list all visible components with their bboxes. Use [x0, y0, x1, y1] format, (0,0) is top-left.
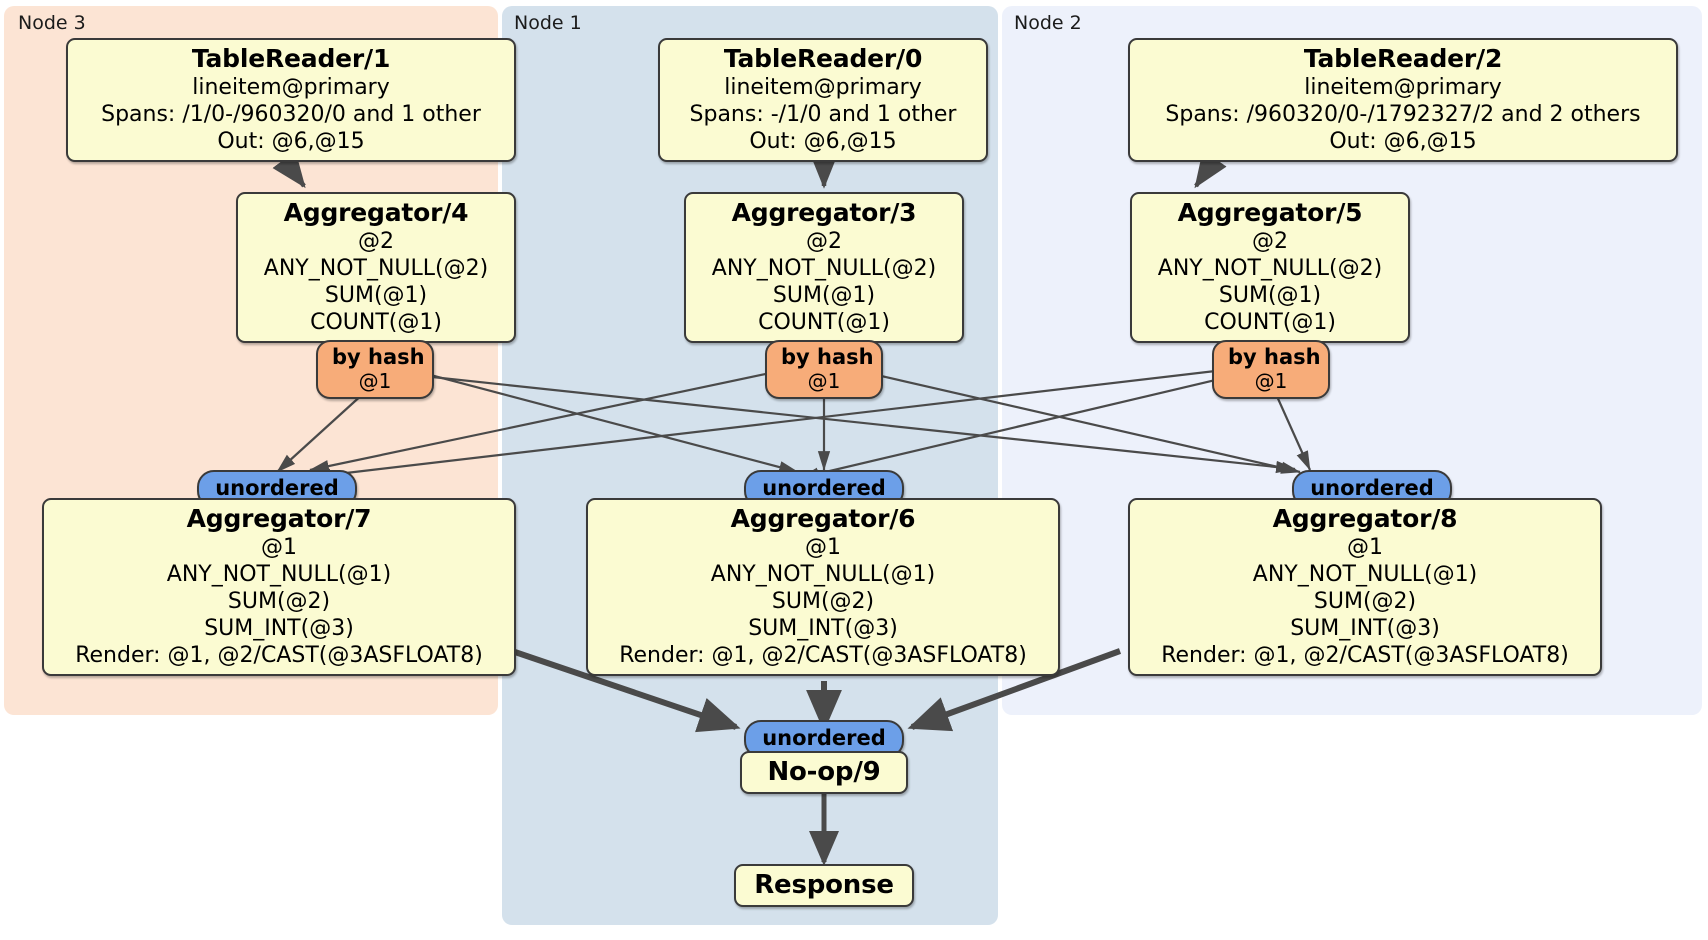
processor-detail-groupcols: @1: [1347, 535, 1383, 560]
processor-detail-agg-1: ANY_NOT_NULL(@1): [1252, 562, 1478, 587]
processor-detail-render: Render: @1, @2/CAST(@3ASFLOAT8): [1161, 643, 1569, 668]
processor-title: Aggregator/4: [283, 198, 469, 227]
processor-detail-agg-3: SUM_INT(@3): [204, 616, 354, 641]
synchronizer-label: unordered: [1310, 476, 1434, 500]
processor-detail-render: Render: @1, @2/CAST(@3ASFLOAT8): [619, 643, 1027, 668]
router-label: by hash: [332, 345, 425, 369]
processor-title: Aggregator/3: [731, 198, 917, 227]
processor-title: Response: [754, 870, 894, 900]
processor-detail-agg-1: ANY_NOT_NULL(@2): [1157, 256, 1383, 281]
processor-detail-groupcols: @2: [806, 229, 842, 254]
processor-detail-agg-3: SUM_INT(@3): [748, 616, 898, 641]
router-label: by hash: [1228, 345, 1321, 369]
processor-detail-agg-3: COUNT(@1): [758, 310, 890, 335]
processor-title: Aggregator/5: [1177, 198, 1363, 227]
processor-title: Aggregator/8: [1272, 504, 1458, 533]
processor-response[interactable]: Response: [734, 864, 914, 907]
processor-detail-groupcols: @2: [358, 229, 394, 254]
processor-tablereader-0[interactable]: TableReader/0 lineitem@primary Spans: -/…: [658, 38, 988, 162]
processor-detail-out: Out: @6,@15: [217, 129, 365, 154]
router-column: @1: [807, 369, 841, 393]
processor-detail-table: lineitem@primary: [1304, 75, 1502, 100]
synchronizer-label: unordered: [762, 476, 886, 500]
processor-detail-agg-2: SUM(@1): [324, 283, 428, 308]
processor-title: Aggregator/7: [186, 504, 372, 533]
processor-detail-agg-1: ANY_NOT_NULL(@2): [263, 256, 489, 281]
router-column: @1: [358, 369, 392, 393]
processor-detail-agg-2: SUM(@1): [1218, 283, 1322, 308]
processor-aggregator-3[interactable]: Aggregator/3 @2 ANY_NOT_NULL(@2) SUM(@1)…: [684, 192, 964, 343]
processor-detail-agg-2: SUM(@2): [227, 589, 331, 614]
node-label-node3: Node 3: [18, 12, 86, 34]
processor-aggregator-4[interactable]: Aggregator/4 @2 ANY_NOT_NULL(@2) SUM(@1)…: [236, 192, 516, 343]
processor-detail-agg-2: SUM(@1): [772, 283, 876, 308]
node-label-node1: Node 1: [514, 12, 582, 34]
processor-title: TableReader/2: [1303, 44, 1503, 73]
processor-noop-9[interactable]: No-op/9: [740, 751, 908, 794]
processor-title: No-op/9: [767, 757, 881, 787]
processor-detail-spans: Spans: /960320/0-/1792327/2 and 2 others: [1165, 102, 1641, 127]
processor-detail-agg-3: COUNT(@1): [1204, 310, 1336, 335]
processor-detail-table: lineitem@primary: [192, 75, 390, 100]
router-column: @1: [1254, 369, 1288, 393]
router-by-hash-aggregator-5[interactable]: by hash @1: [1212, 340, 1330, 399]
processor-detail-spans: Spans: -/1/0 and 1 other: [689, 102, 957, 127]
synchronizer-label: unordered: [762, 726, 886, 750]
processor-detail-groupcols: @2: [1252, 229, 1288, 254]
processor-tablereader-1[interactable]: TableReader/1 lineitem@primary Spans: /1…: [66, 38, 516, 162]
processor-detail-groupcols: @1: [805, 535, 841, 560]
router-by-hash-aggregator-3[interactable]: by hash @1: [765, 340, 883, 399]
processor-aggregator-7[interactable]: Aggregator/7 @1 ANY_NOT_NULL(@1) SUM(@2)…: [42, 498, 516, 676]
processor-detail-render: Render: @1, @2/CAST(@3ASFLOAT8): [75, 643, 483, 668]
processor-detail-agg-3: COUNT(@1): [310, 310, 442, 335]
processor-detail-agg-1: ANY_NOT_NULL(@1): [166, 562, 392, 587]
processor-detail-agg-1: ANY_NOT_NULL(@1): [710, 562, 936, 587]
processor-title: Aggregator/6: [730, 504, 916, 533]
router-by-hash-aggregator-4[interactable]: by hash @1: [316, 340, 434, 399]
processor-detail-spans: Spans: /1/0-/960320/0 and 1 other: [101, 102, 481, 127]
processor-title: TableReader/1: [191, 44, 391, 73]
processor-aggregator-6[interactable]: Aggregator/6 @1 ANY_NOT_NULL(@1) SUM(@2)…: [586, 498, 1060, 676]
processor-aggregator-5[interactable]: Aggregator/5 @2 ANY_NOT_NULL(@2) SUM(@1)…: [1130, 192, 1410, 343]
synchronizer-label: unordered: [215, 476, 339, 500]
processor-aggregator-8[interactable]: Aggregator/8 @1 ANY_NOT_NULL(@1) SUM(@2)…: [1128, 498, 1602, 676]
router-label: by hash: [781, 345, 874, 369]
processor-title: TableReader/0: [723, 44, 923, 73]
processor-detail-out: Out: @6,@15: [1329, 129, 1477, 154]
processor-tablereader-2[interactable]: TableReader/2 lineitem@primary Spans: /9…: [1128, 38, 1678, 162]
node-label-node2: Node 2: [1014, 12, 1082, 34]
processor-detail-agg-3: SUM_INT(@3): [1290, 616, 1440, 641]
processor-detail-agg-2: SUM(@2): [1313, 589, 1417, 614]
processor-detail-agg-1: ANY_NOT_NULL(@2): [711, 256, 937, 281]
processor-detail-agg-2: SUM(@2): [771, 589, 875, 614]
processor-detail-out: Out: @6,@15: [749, 129, 897, 154]
processor-detail-table: lineitem@primary: [724, 75, 922, 100]
processor-detail-groupcols: @1: [261, 535, 297, 560]
synchronizer-unordered-aggregator-8[interactable]: unordered: [1292, 470, 1452, 508]
